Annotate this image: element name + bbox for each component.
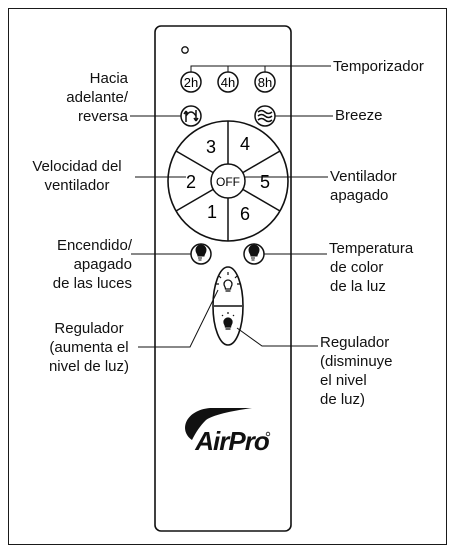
label-fan-off-line-2: apagado (330, 187, 389, 204)
label-dim-down-line-4: de luz) (320, 391, 366, 408)
label-dim-down-line-1: Regulador (320, 334, 390, 351)
reverse-icon (183, 110, 199, 122)
speed-button-1: 1 (207, 202, 217, 222)
label-breeze: Breeze (335, 106, 383, 125)
speed-button-3: 3 (206, 137, 216, 157)
label-color-temp: Temperatura de color de la luz (329, 239, 413, 296)
speed-button-4: 4 (240, 134, 250, 154)
label-speed-line-2: ventilador (44, 177, 110, 194)
breeze-icon (257, 109, 273, 123)
light-toggle-button (190, 243, 212, 265)
led-indicator (181, 46, 189, 54)
timer-label-2h: 2h (184, 75, 198, 90)
label-temporizador-text: Temporizador (333, 58, 424, 75)
label-reverse-line-3: reversa (77, 108, 128, 125)
diagram-frame (8, 8, 447, 545)
speed-button-5: 5 (260, 172, 270, 192)
label-temporizador: Temporizador (333, 57, 424, 76)
timer-button-2h: 2h (180, 71, 202, 93)
label-light-toggle-line-1: Encendido/ (56, 237, 132, 254)
label-dim-up-line-1: Regulador (54, 320, 124, 337)
label-color-temp-line-3: de la luz (330, 278, 386, 295)
label-color-temp-line-2: de color (330, 259, 384, 276)
off-button: OFF (216, 175, 240, 189)
label-dim-up: Regulador (aumenta el nivel de luz) (28, 319, 150, 376)
timer-button-4h: 4h (217, 71, 239, 93)
label-light-toggle-line-2: apagado (73, 256, 132, 273)
airpro-logo: AirPro (185, 408, 271, 456)
speed-button-6: 6 (240, 204, 250, 224)
dim-down-icon (221, 312, 235, 330)
color-temp-button (243, 243, 265, 265)
label-dim-up-line-2: (aumenta el (49, 339, 129, 356)
reverse-button (180, 105, 202, 127)
label-light-toggle: Encendido/ apagado de las luces (53, 236, 132, 293)
label-reverse-line-1: Hacia (89, 70, 128, 87)
timer-label-8h: 8h (258, 75, 272, 90)
label-color-temp-line-1: Temperatura (329, 240, 414, 257)
timer-button-8h: 8h (254, 71, 276, 93)
label-reverse: Hacia adelante/ reversa (66, 69, 128, 126)
label-breeze-text: Breeze (335, 107, 383, 124)
dim-up-icon (216, 272, 240, 292)
label-fan-off: Ventilador apagado (330, 167, 397, 205)
breeze-button (254, 105, 276, 127)
speed-button-2: 2 (186, 172, 196, 192)
label-dim-down-line-3: el nivel (320, 372, 367, 389)
label-dim-down: Regulador (disminuye el nivel de luz) (320, 333, 393, 409)
dimmer-rocker (212, 266, 244, 346)
bulb-icon (248, 244, 260, 261)
label-reverse-line-2: adelante/ (66, 89, 128, 106)
label-fan-off-line-1: Ventilador (330, 168, 397, 185)
timer-label-4h: 4h (221, 75, 235, 90)
leader-lines (130, 65, 333, 348)
label-dim-up-line-3: nivel de luz) (48, 358, 130, 375)
bulb-icon (195, 244, 207, 261)
label-speed-line-1: Velocidad del (32, 158, 122, 175)
speed-wheel: 3 4 5 6 1 2 OFF (167, 120, 289, 242)
label-dim-down-line-2: (disminuye (320, 353, 393, 370)
label-light-toggle-line-3: de las luces (52, 275, 132, 292)
brand-text: AirPro (194, 426, 270, 456)
label-speed: Velocidad del ventilador (16, 157, 138, 195)
